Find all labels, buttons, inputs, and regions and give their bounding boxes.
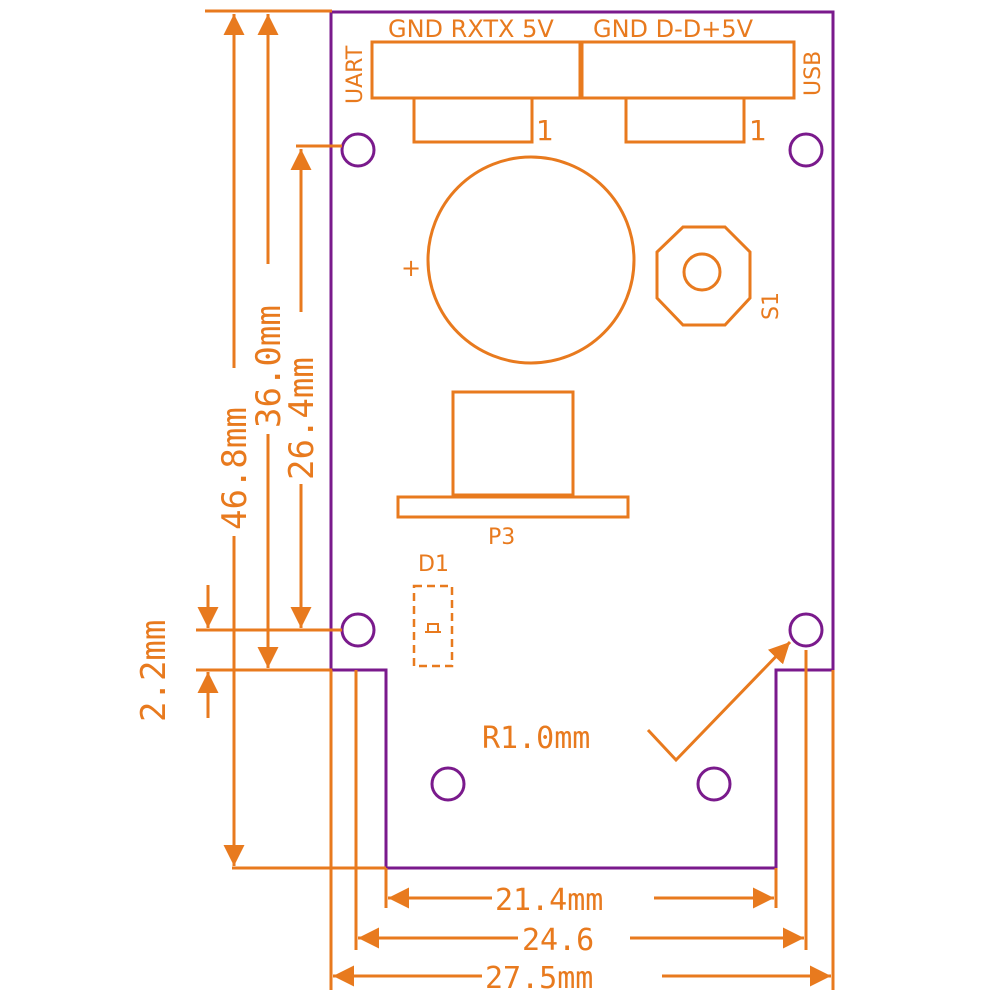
dim-hole-inner: 26.4mm [282, 357, 322, 480]
usb-side-label: USB [801, 51, 826, 96]
battery-outline [426, 155, 636, 365]
radius-leader [646, 640, 792, 763]
uart-header-body [412, 96, 534, 144]
usb-pin1-mark: 1 [749, 114, 767, 147]
uart-pins-label: GND RXTX 5V [388, 15, 554, 43]
usb-header-body [624, 96, 746, 144]
connector-p3-body [451, 390, 575, 497]
label-bg-board-width [482, 962, 662, 992]
dim-board-width: 27.5mm [485, 961, 593, 996]
usb-header [580, 40, 796, 100]
label-bg-hole-vertical [252, 264, 284, 434]
diode-d1-label: D1 [418, 552, 449, 577]
usb-pins-label: GND D-D+5V [593, 15, 754, 43]
label-bg-total-height [218, 368, 250, 536]
diode-d1-outline [412, 584, 454, 668]
dim-tab-width: 21.4mm [495, 883, 603, 918]
dim-total-height: 46.8mm [215, 407, 255, 530]
dim-hole-radius: R1.0mm [482, 721, 590, 756]
uart-side-label: UART [343, 45, 368, 104]
connector-p3-flange [396, 495, 630, 519]
uart-pin1-mark: 1 [536, 114, 554, 147]
tab-hole-left [430, 766, 466, 802]
tab-hole-right [696, 766, 732, 802]
switch-s1-body [655, 225, 752, 327]
label-bg-tab-width [492, 884, 654, 914]
mounting-hole-bottom-right [788, 612, 824, 648]
battery-polarity: + [401, 254, 421, 282]
label-bg-hole-inner [285, 312, 317, 484]
mounting-hole-bottom-left [340, 612, 376, 648]
label-bg-hole-horizontal [518, 924, 630, 954]
uart-header [370, 40, 582, 100]
switch-s1-button [682, 252, 722, 292]
mounting-hole-top-left [340, 132, 376, 168]
dim-offset: 2.2mm [134, 620, 174, 722]
connector-p3-label: P3 [488, 525, 515, 550]
switch-label: S1 [759, 292, 784, 320]
diode-d1-symbol [425, 623, 441, 633]
dim-hole-horizontal: 24.6 [522, 923, 594, 958]
mounting-hole-top-right [788, 132, 824, 168]
dim-hole-vertical: 36.0mm [249, 305, 289, 428]
